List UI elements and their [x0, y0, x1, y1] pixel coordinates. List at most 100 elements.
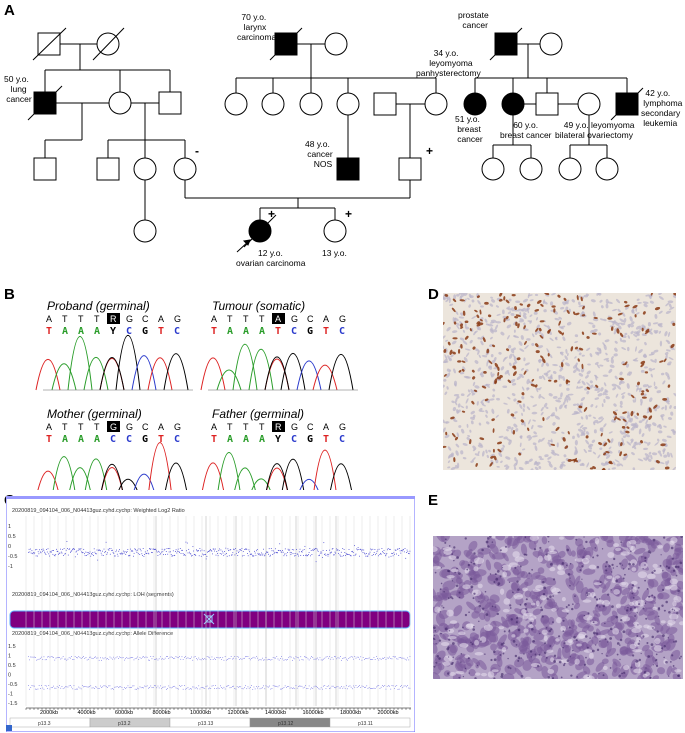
track1-label: 20200819_094104_006_N04413guz.cyhd.cychp…	[12, 508, 185, 514]
base-letter: R	[110, 314, 117, 324]
base-letter: T	[94, 314, 100, 324]
minus-mark-mother: -	[195, 144, 199, 158]
complement-base: C	[126, 434, 132, 445]
complement-base: A	[62, 434, 68, 445]
base-letter: C	[307, 422, 314, 432]
complement-base: A	[259, 434, 265, 445]
band-label: p13.13	[198, 721, 214, 727]
cnv-plot: 20200819_094104_006_N04413guz.cyhd.cychp…	[6, 496, 415, 732]
panel-letter-a: A	[4, 2, 15, 19]
xtick: 2000kb	[40, 710, 58, 716]
ytick-1: 0	[8, 544, 11, 550]
xtick: 6000kb	[115, 710, 133, 716]
base-letter: A	[158, 422, 164, 432]
base-letter: G	[174, 422, 181, 432]
base-letter: T	[243, 422, 249, 432]
histology-image	[433, 536, 683, 679]
base-letter: A	[158, 314, 164, 324]
chromatogram-title: Father (germinal)	[212, 407, 304, 421]
base-letter: T	[259, 422, 265, 432]
base-letter: C	[142, 314, 149, 324]
complement-base: G	[142, 434, 148, 445]
complement-base: A	[94, 434, 100, 445]
plus-mark-father: +	[426, 144, 433, 158]
complement-base: C	[339, 326, 345, 337]
base-letter: T	[78, 422, 84, 432]
label-breast-60: 60 y.o.breast cancer	[500, 120, 552, 140]
base-letter: T	[227, 422, 233, 432]
complement-base: A	[94, 326, 100, 337]
complement-base: A	[243, 326, 249, 337]
loh-marker-icon	[203, 613, 215, 625]
ytick-3: 1	[8, 654, 11, 660]
band-label: p13.3	[38, 721, 51, 727]
base-letter: T	[243, 314, 249, 324]
plus-mark-sibling: +	[345, 207, 352, 221]
ytick-1: 1	[8, 524, 11, 530]
ytick-1: -0.5	[8, 554, 17, 560]
base-letter: T	[78, 314, 84, 324]
xtick: 16000kb	[303, 710, 324, 716]
base-letter: T	[259, 314, 265, 324]
complement-base: C	[110, 434, 116, 445]
plus-mark-proband: +	[268, 207, 275, 221]
ytick-3: -1	[8, 692, 13, 698]
complement-base: A	[227, 326, 233, 337]
xtick: 14000kb	[265, 710, 286, 716]
complement-base: T	[158, 326, 164, 337]
chromatogram-title: Tumour (somatic)	[212, 299, 305, 313]
band-label: p13.2	[118, 721, 131, 727]
base-letter: G	[339, 422, 346, 432]
complement-base: C	[291, 434, 297, 445]
ytick-3: -1.5	[8, 701, 17, 707]
xtick: 4000kb	[78, 710, 96, 716]
complement-base: C	[291, 326, 297, 337]
complement-base: T	[46, 434, 52, 445]
ytick-3: 0.5	[8, 663, 16, 669]
complement-base: Y	[275, 434, 281, 445]
complement-base: A	[78, 326, 84, 337]
complement-base: A	[259, 326, 265, 337]
complement-base: T	[211, 326, 217, 337]
base-letter: G	[110, 422, 117, 432]
complement-base: C	[126, 326, 132, 337]
base-letter: G	[126, 422, 133, 432]
ytick-1: 0.5	[8, 534, 16, 540]
complement-base: A	[227, 434, 233, 445]
ytick-1: -1	[8, 564, 13, 570]
base-letter: C	[307, 314, 314, 324]
base-letter: T	[227, 314, 233, 324]
base-letter: G	[126, 314, 133, 324]
scroll-handle[interactable]	[6, 725, 12, 731]
base-letter: G	[291, 422, 298, 432]
panel-letter-b: B	[4, 286, 15, 303]
complement-base: G	[142, 326, 148, 337]
complement-base: C	[174, 326, 180, 337]
base-letter: G	[174, 314, 181, 324]
base-letter: G	[339, 314, 346, 324]
complement-base: A	[243, 434, 249, 445]
track2-label: 20200819_094104_006_N04413guz.cyhd.cychp…	[12, 592, 174, 598]
xtick: 10000kb	[190, 710, 211, 716]
complement-base: T	[158, 434, 164, 445]
complement-base: T	[323, 326, 329, 337]
complement-base: C	[174, 434, 180, 445]
ytick-3: 0	[8, 673, 11, 679]
complement-base: T	[211, 434, 217, 445]
base-letter: A	[46, 314, 52, 324]
base-letter: C	[142, 422, 149, 432]
band-label: p13.11	[358, 721, 373, 727]
ytick-3: 1.5	[8, 644, 16, 650]
complement-base: A	[62, 326, 68, 337]
